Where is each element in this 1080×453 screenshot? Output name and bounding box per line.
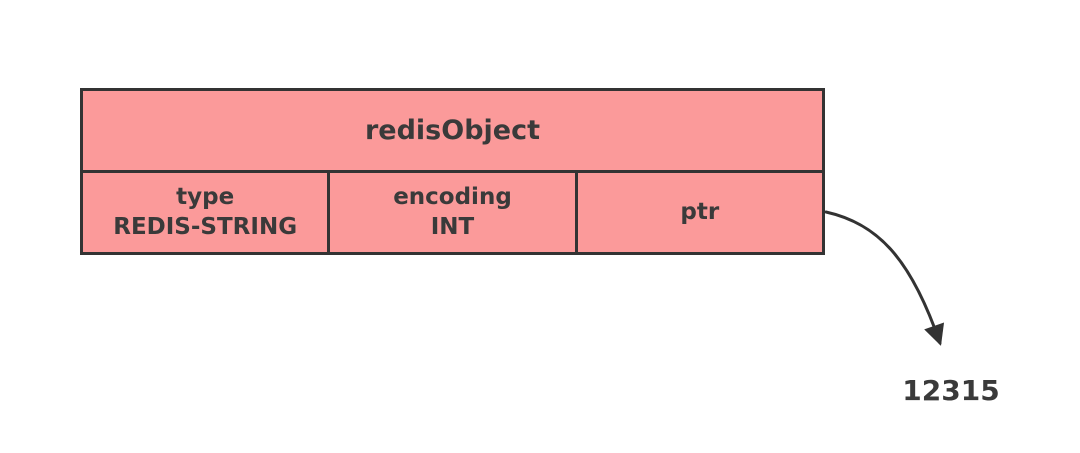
field-type: type REDIS-STRING [83,173,327,252]
field-label: ptr [680,198,720,225]
field-label: type [176,183,235,210]
field-value: REDIS-STRING [113,213,298,240]
pointer-arrow-path [824,210,945,346]
box-fields-row: type REDIS-STRING encoding INT ptr [83,173,822,252]
redis-object-box: redisObject type REDIS-STRING encoding I… [80,88,825,255]
field-ptr: ptr [574,173,822,252]
box-title: redisObject [83,91,822,173]
field-label: encoding [393,183,512,210]
field-encoding: encoding INT [327,173,574,252]
field-value: INT [430,213,475,240]
pointer-target-value: 12315 [902,374,1000,407]
